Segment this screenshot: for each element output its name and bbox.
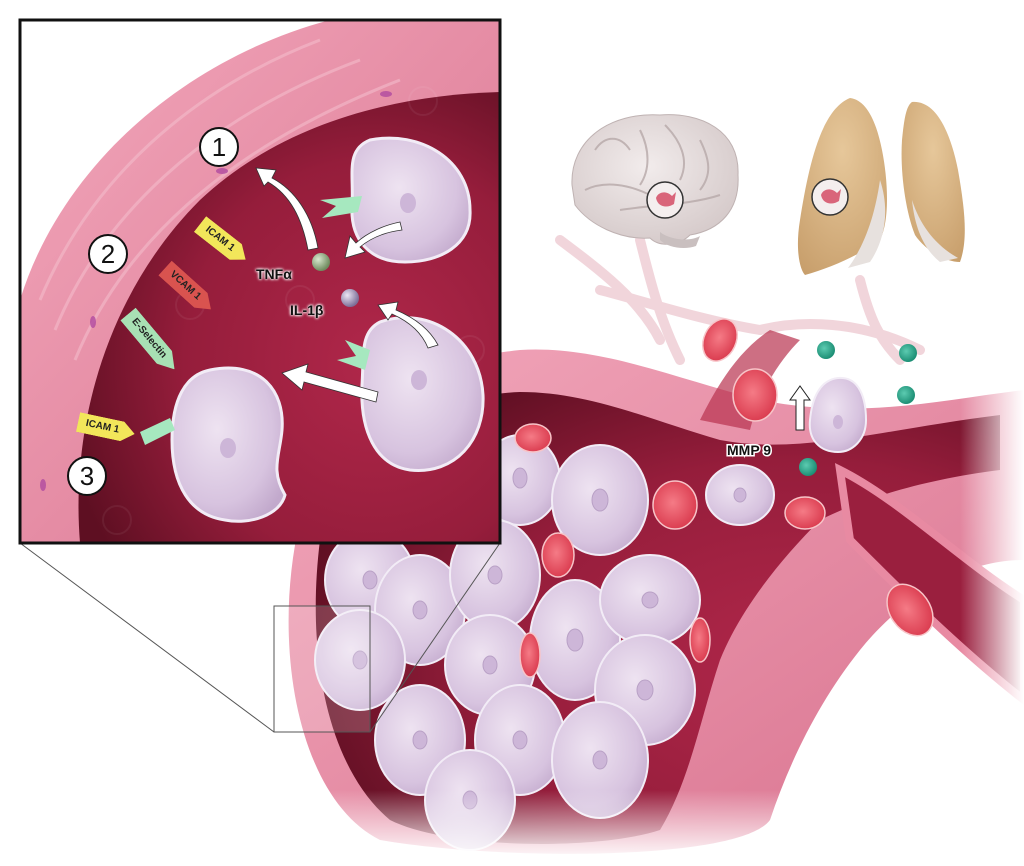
step-marker-2: 2 <box>88 234 128 274</box>
receptor-bottom <box>140 418 175 445</box>
endothelial-nuclei <box>40 91 392 491</box>
zoom-connector-right <box>369 542 501 733</box>
step-marker-3: 3 <box>67 456 107 496</box>
il1-beta-label: IL-1β <box>290 302 324 318</box>
inset-arrows <box>255 167 439 403</box>
arrow-il1-icon <box>377 301 439 349</box>
background-vessels <box>555 235 925 365</box>
receptor-middle <box>337 340 370 370</box>
right-fade <box>960 380 1024 861</box>
tnf-alpha-label: TNFα <box>256 266 292 282</box>
mmp9-label: MMP 9 <box>727 442 771 458</box>
tag-label: ICAM 1 <box>84 417 121 436</box>
arrow-to-step1-icon <box>255 167 319 251</box>
il1-beta-particle <box>341 289 359 307</box>
inset-leukocyte-middle <box>360 316 485 472</box>
red-blood-cells <box>514 318 934 678</box>
mmp9-particles <box>799 341 917 476</box>
extravasating-leukocyte <box>808 376 868 454</box>
step-number: 3 <box>79 460 95 491</box>
arrow-migration-icon <box>281 363 379 403</box>
bottom-fade <box>260 790 1024 861</box>
zoom-source-box <box>273 605 371 733</box>
step-number: 2 <box>100 238 116 269</box>
mmp9-arrow-icon <box>789 385 811 431</box>
tnf-alpha-particle <box>312 253 330 271</box>
brain-organ <box>571 114 739 248</box>
step-marker-1: 1 <box>199 127 239 167</box>
step-number: 1 <box>211 131 227 162</box>
receptor-top <box>320 196 362 218</box>
arrow-tnf-icon <box>344 221 403 259</box>
inset-panel <box>20 20 500 543</box>
inset-border <box>18 18 502 545</box>
lungs-organ <box>797 98 965 275</box>
zoom-connector-left <box>19 542 275 733</box>
